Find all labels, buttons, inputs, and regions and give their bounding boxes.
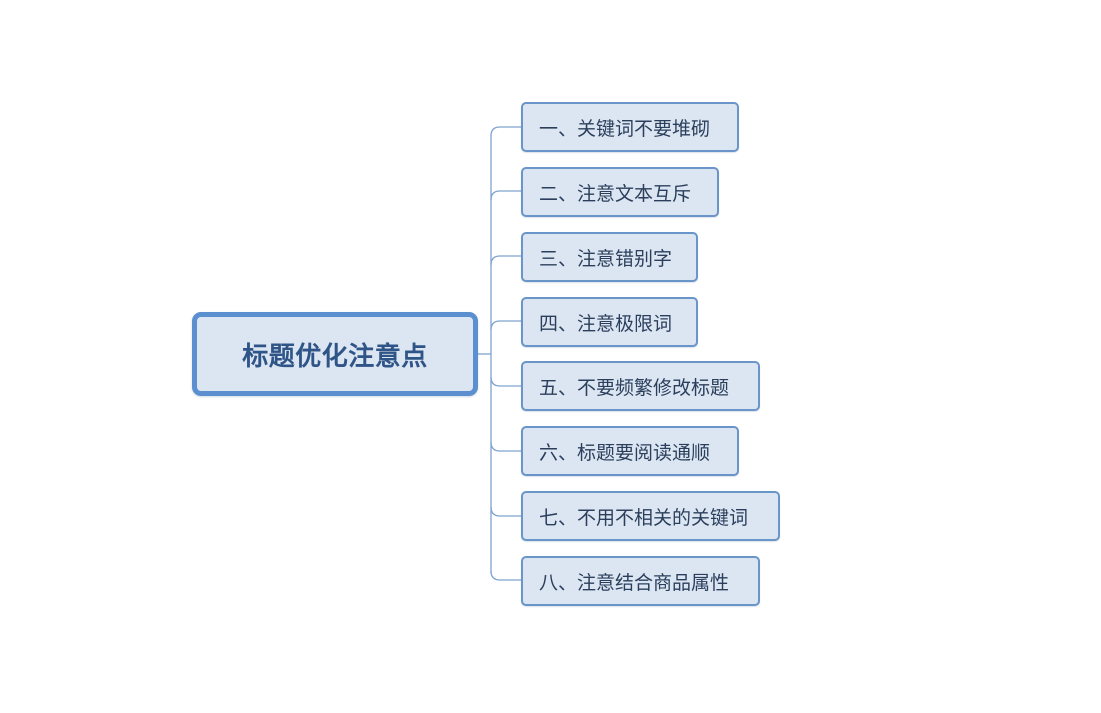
connector-branch-1 xyxy=(490,126,521,137)
branch-topic-4[interactable]: 四、注意极限词 xyxy=(521,297,698,347)
connector-branch-7 xyxy=(490,506,521,517)
branch-topic-2[interactable]: 二、注意文本互斥 xyxy=(521,167,719,217)
branch-topic-label: 六、标题要阅读通顺 xyxy=(539,441,711,464)
branch-topic-8[interactable]: 八、注意结合商品属性 xyxy=(521,556,760,606)
branch-topic-6[interactable]: 六、标题要阅读通顺 xyxy=(521,426,739,476)
branch-topic-label: 八、注意结合商品属性 xyxy=(539,571,730,594)
root-topic-label: 标题优化注意点 xyxy=(242,341,428,372)
connector-branch-8 xyxy=(490,570,521,581)
branch-topic-label: 五、不要频繁修改标题 xyxy=(539,376,730,399)
connector-branch-4 xyxy=(490,320,521,331)
branch-topic-7[interactable]: 七、不用不相关的关键词 xyxy=(521,491,780,541)
branch-topic-label: 二、注意文本互斥 xyxy=(539,182,692,205)
branch-topic-label: 七、不用不相关的关键词 xyxy=(539,506,749,529)
branch-topic-1[interactable]: 一、关键词不要堆砌 xyxy=(521,102,739,152)
connector-branch-5 xyxy=(490,376,521,387)
branch-topic-label: 四、注意极限词 xyxy=(539,312,673,335)
connector-branch-3 xyxy=(490,255,521,266)
branch-topic-5[interactable]: 五、不要频繁修改标题 xyxy=(521,361,760,411)
branch-topic-label: 三、注意错别字 xyxy=(539,247,673,270)
connector-branch-6 xyxy=(490,441,521,452)
root-topic[interactable]: 标题优化注意点 xyxy=(192,312,478,396)
branch-topic-label: 一、关键词不要堆砌 xyxy=(539,117,711,140)
branch-topic-3[interactable]: 三、注意错别字 xyxy=(521,232,698,282)
connector-branch-2 xyxy=(490,190,521,201)
